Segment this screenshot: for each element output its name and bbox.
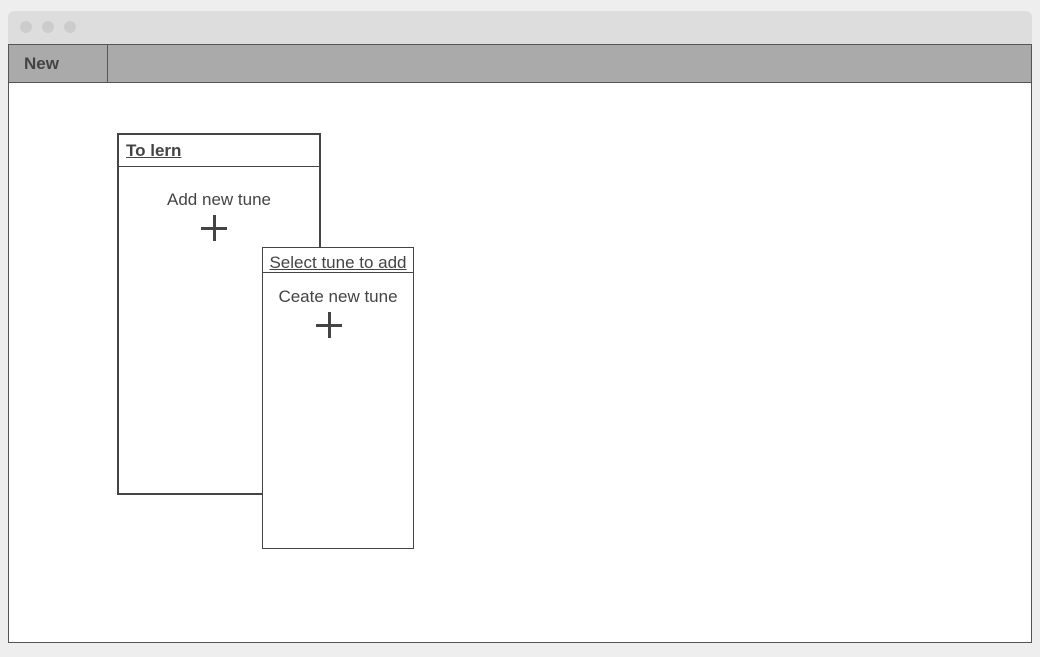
add-new-tune-label[interactable]: Add new tune	[167, 190, 271, 209]
add-new-tune-plus-icon[interactable]	[201, 215, 227, 241]
app-window: New To lern Add new tune Select tune to …	[8, 11, 1032, 643]
select-tune-title[interactable]: Select tune to add	[263, 248, 413, 273]
close-window-dot-icon[interactable]	[20, 21, 32, 33]
maximize-window-dot-icon[interactable]	[64, 21, 76, 33]
minimize-window-dot-icon[interactable]	[42, 21, 54, 33]
create-new-tune-label[interactable]: Ceate new tune	[278, 287, 398, 306]
new-menu-button[interactable]: New	[9, 45, 108, 82]
to-learn-title[interactable]: To lern	[119, 135, 319, 167]
select-tune-popup: Select tune to add Ceate new tune	[262, 247, 414, 549]
create-new-tune-plus-icon[interactable]	[316, 312, 342, 338]
menu-bar: New	[9, 45, 1031, 83]
window-titlebar	[8, 11, 1032, 44]
app-content: New To lern Add new tune Select tune to …	[8, 44, 1032, 643]
